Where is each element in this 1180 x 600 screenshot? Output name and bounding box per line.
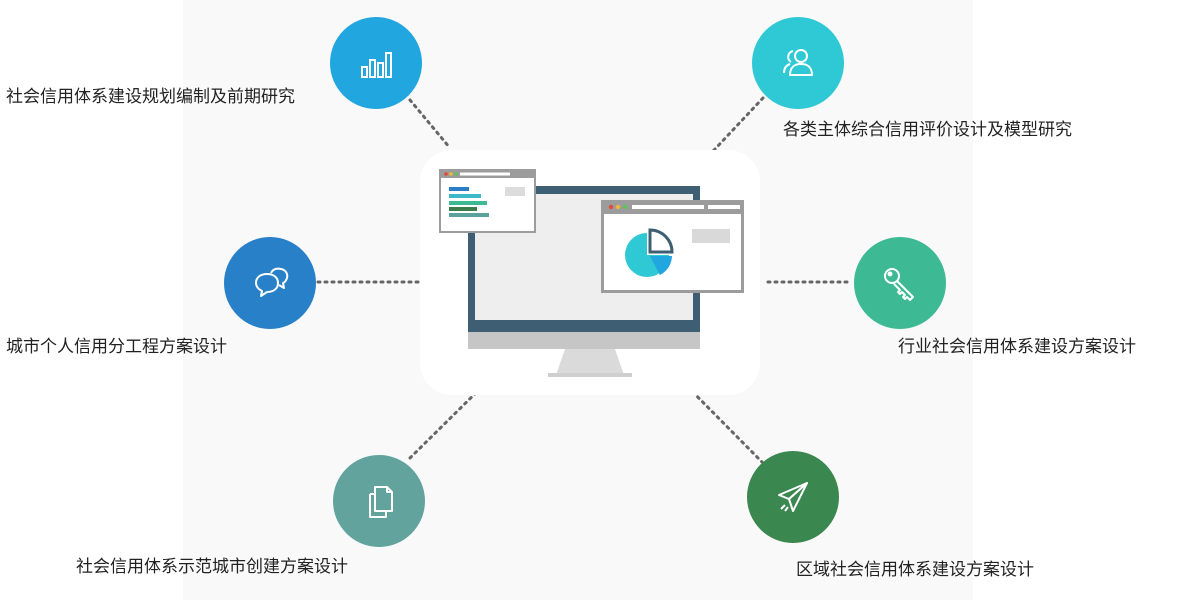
chat-bubbles-icon <box>255 267 289 297</box>
node-personal <box>224 237 316 329</box>
node-evaluation <box>752 17 844 109</box>
node-industry <box>854 237 946 329</box>
key-icon <box>884 268 914 301</box>
label-demo-city: 社会信用体系示范城市创建方案设计 <box>76 557 348 577</box>
connector-planning <box>408 98 452 150</box>
label-planning: 社会信用体系建设规划编制及前期研究 <box>6 87 295 107</box>
label-evaluation: 各类主体综合信用评价设计及模型研究 <box>783 120 1072 140</box>
node-demo-city <box>333 455 425 547</box>
node-planning <box>330 17 422 109</box>
label-regional: 区域社会信用体系建设方案设计 <box>796 560 1034 580</box>
small-window <box>439 169 536 233</box>
node-regional <box>747 451 839 543</box>
chart-window <box>601 200 744 293</box>
users-icon <box>783 49 813 76</box>
label-industry: 行业社会信用体系建设方案设计 <box>898 337 1136 357</box>
paper-plane-icon <box>778 482 808 512</box>
label-personal: 城市个人信用分工程方案设计 <box>6 337 227 357</box>
documents-icon <box>369 486 393 518</box>
connector-demo-city <box>408 370 499 460</box>
bar-chart-icon <box>361 52 392 78</box>
